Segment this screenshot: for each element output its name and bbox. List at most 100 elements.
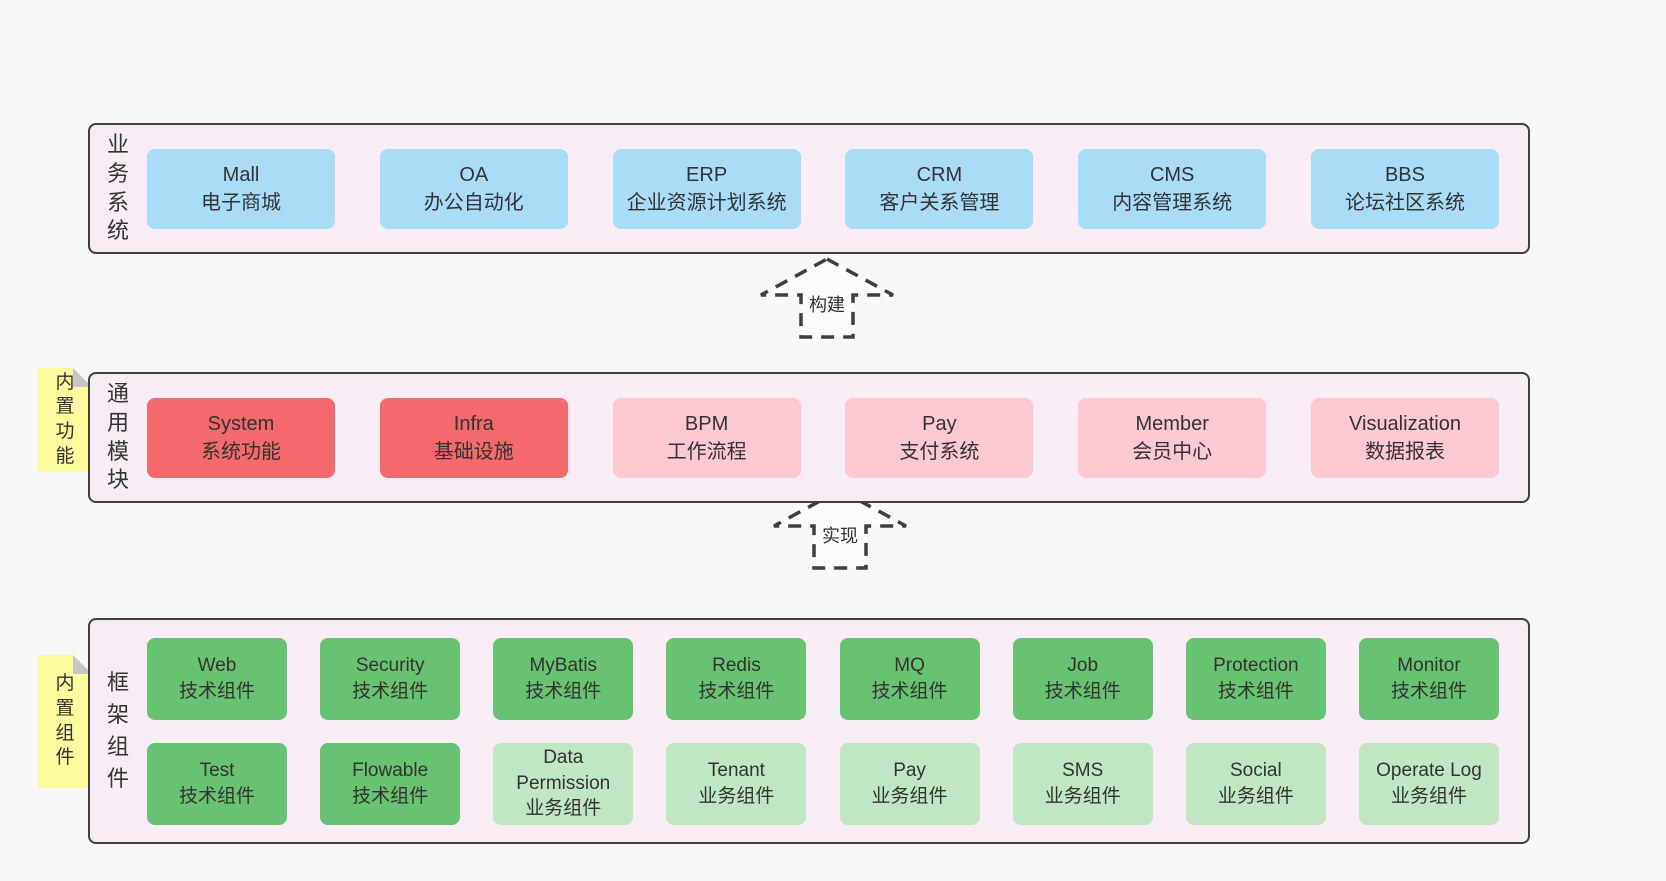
- box-mall: Mall 电子商城: [147, 148, 335, 229]
- sticky-note-built-in-components: 内置组件: [38, 655, 92, 788]
- box-oa: OA 办公自动化: [379, 148, 568, 229]
- box-subtitle: 技术组件: [352, 785, 429, 807]
- framework-row-2: Test 技术组件 Flowable 技术组件 Data Permission …: [147, 742, 1499, 825]
- box-title: Monitor: [1397, 654, 1461, 676]
- box-title: Test: [199, 759, 235, 781]
- box-title: MQ: [894, 654, 925, 676]
- box-subtitle: 技术组件: [698, 680, 775, 702]
- box-subtitle: 技术组件: [178, 680, 255, 702]
- box-pay-component: Pay 业务组件: [839, 742, 980, 825]
- box-visualization: Visualization 数据报表: [1310, 397, 1499, 478]
- box-bpm: BPM 工作流程: [612, 397, 801, 478]
- box-subtitle: 技术组件: [1217, 680, 1294, 702]
- box-title: Operate Log: [1376, 759, 1482, 781]
- sticky-note-built-in-functions: 内置功能: [38, 368, 92, 472]
- box-subtitle: 业务组件: [871, 785, 948, 807]
- box-infra: Infra 基础设施: [379, 397, 568, 478]
- box-monitor: Monitor 技术组件: [1358, 637, 1499, 720]
- box-subtitle: 业务组件: [525, 798, 602, 820]
- panel-label-business-systems: 业务系统: [106, 132, 129, 244]
- business-boxes-row: Mall 电子商城 OA 办公自动化 ERP 企业资源计划系统 CRM 客户关系…: [146, 125, 1528, 252]
- box-subtitle: 电子商城: [201, 191, 281, 214]
- box-social: Social 业务组件: [1185, 742, 1326, 825]
- box-title: Pay: [893, 759, 926, 781]
- box-title: Infra: [453, 412, 494, 435]
- box-flowable: Flowable 技术组件: [320, 742, 461, 825]
- box-subtitle: 办公自动化: [423, 191, 524, 214]
- folded-corner-icon: [73, 368, 92, 387]
- box-title: Tenant: [707, 759, 765, 781]
- box-subtitle: 业务组件: [1217, 785, 1294, 807]
- box-title: BBS: [1384, 163, 1425, 186]
- framework-row-1: Web 技术组件 Security 技术组件 MyBatis 技术组件 Redi…: [147, 637, 1499, 720]
- box-title: SMS: [1062, 759, 1104, 781]
- box-protection: Protection 技术组件: [1185, 637, 1326, 720]
- box-sms: SMS 业务组件: [1012, 742, 1153, 825]
- box-redis: Redis 技术组件: [666, 637, 807, 720]
- box-title: ERP: [686, 163, 728, 186]
- box-subtitle: 基础设施: [433, 440, 514, 463]
- box-subtitle: 工作流程: [666, 440, 747, 463]
- panel-label-wrap: 业务系统: [90, 125, 146, 252]
- box-subtitle: 论坛社区系统: [1344, 191, 1465, 214]
- box-title: Protection: [1213, 654, 1299, 676]
- business-systems-panel: 业务系统 Mall 电子商城 OA 办公自动化 ERP 企业资源计划系统 CRM…: [88, 123, 1530, 254]
- box-title: System: [207, 412, 275, 435]
- box-title: Data Permission: [516, 747, 611, 794]
- arrow-label: 实现: [819, 521, 861, 548]
- box-title: Flowable: [352, 759, 429, 781]
- box-subtitle: 数据报表: [1364, 440, 1445, 463]
- box-web: Web 技术组件: [147, 637, 287, 720]
- panel-label-wrap: 框架组件: [90, 620, 146, 842]
- box-pay: Pay 支付系统: [845, 397, 1034, 478]
- arrow-label: 构建: [806, 290, 848, 317]
- sticky-note-label: 内置功能: [55, 371, 75, 467]
- box-title: Pay: [922, 412, 957, 435]
- box-bbs: BBS 论坛社区系统: [1310, 148, 1499, 229]
- box-member: Member 会员中心: [1078, 397, 1267, 478]
- box-title: CMS: [1149, 163, 1195, 186]
- box-operate-log: Operate Log 业务组件: [1358, 742, 1499, 825]
- box-title: Mall: [222, 163, 260, 186]
- box-subtitle: 技术组件: [525, 680, 602, 702]
- framework-boxes: Web 技术组件 Security 技术组件 MyBatis 技术组件 Redi…: [146, 620, 1528, 842]
- box-cms: CMS 内容管理系统: [1078, 148, 1267, 229]
- module-boxes-row: System 系统功能 Infra 基础设施 BPM 工作流程 Pay 支付系统…: [146, 374, 1528, 501]
- box-erp: ERP 企业资源计划系统: [612, 148, 801, 229]
- box-system: System 系统功能: [147, 397, 335, 478]
- box-title: Visualization: [1349, 412, 1461, 435]
- box-title: BPM: [684, 412, 729, 435]
- box-title: OA: [459, 163, 489, 186]
- box-subtitle: 内容管理系统: [1112, 191, 1233, 214]
- box-subtitle: 技术组件: [1390, 680, 1467, 702]
- panel-label-framework-components: 框架组件: [106, 670, 129, 791]
- box-title: Social: [1229, 759, 1282, 781]
- box-subtitle: 系统功能: [201, 440, 281, 463]
- box-title: CRM: [916, 163, 963, 186]
- box-title: Member: [1135, 412, 1209, 435]
- box-crm: CRM 客户关系管理: [845, 148, 1034, 229]
- framework-components-panel: 框架组件 Web 技术组件 Security 技术组件 MyBatis 技术组件…: [88, 618, 1530, 844]
- box-title: MyBatis: [529, 654, 598, 676]
- box-tenant: Tenant 业务组件: [666, 742, 807, 825]
- panel-label-common-modules: 通用模块: [106, 381, 129, 493]
- box-subtitle: 技术组件: [352, 680, 429, 702]
- sticky-note-label: 内置组件: [55, 673, 75, 769]
- box-title: Security: [355, 654, 425, 676]
- box-mybatis: MyBatis 技术组件: [493, 637, 634, 720]
- box-subtitle: 会员中心: [1132, 440, 1213, 463]
- box-mq: MQ 技术组件: [839, 637, 980, 720]
- box-subtitle: 技术组件: [178, 785, 255, 807]
- arrow-implement-up: 实现: [770, 487, 910, 572]
- box-data-permission: Data Permission 业务组件: [493, 742, 634, 825]
- arrow-build-up: 构建: [757, 256, 897, 341]
- box-subtitle: 支付系统: [899, 440, 980, 463]
- box-title: Web: [197, 654, 237, 676]
- folded-corner-icon: [73, 655, 92, 674]
- box-subtitle: 技术组件: [1044, 680, 1121, 702]
- box-subtitle: 业务组件: [1044, 785, 1121, 807]
- box-subtitle: 企业资源计划系统: [626, 191, 787, 214]
- box-subtitle: 技术组件: [871, 680, 948, 702]
- box-title: Redis: [712, 654, 761, 676]
